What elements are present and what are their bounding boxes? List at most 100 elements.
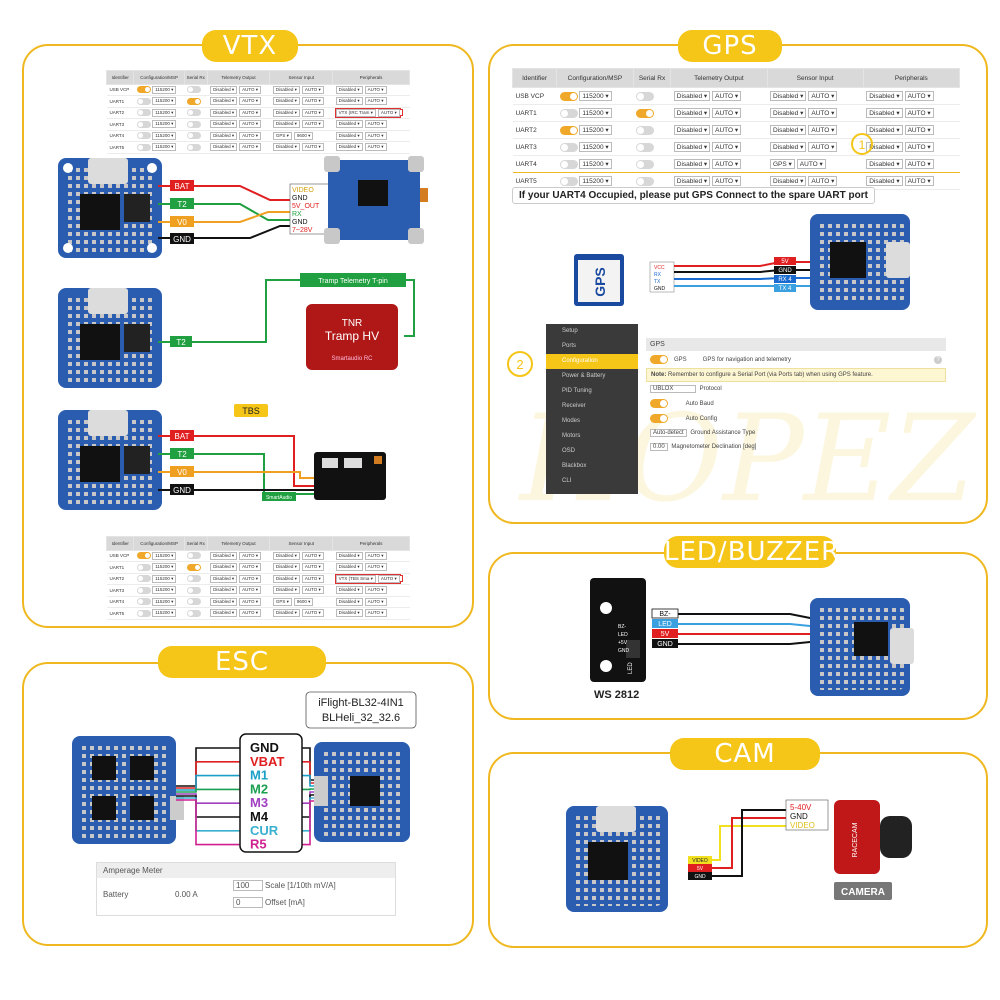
toggle[interactable] (136, 86, 151, 94)
sensor-baud-select[interactable]: AUTO ▾ (808, 125, 838, 135)
telemetry-select[interactable]: Disabled ▾ (210, 143, 238, 152)
peripheral-baud-select[interactable]: AUTO ▾ (364, 597, 387, 606)
sensor-baud-select[interactable]: AUTO ▾ (796, 159, 826, 169)
peripheral-baud-select[interactable]: AUTO ▾ (364, 131, 387, 140)
toggle[interactable] (187, 586, 202, 594)
peripheral-select[interactable]: VTX (TBS Sma ▾ (335, 574, 376, 583)
telemetry-baud-select[interactable]: AUTO ▾ (239, 609, 262, 618)
baud-select[interactable]: 115200 ▾ (152, 97, 177, 106)
sensor-baud-select[interactable]: AUTO ▾ (301, 85, 324, 94)
telemetry-baud-select[interactable]: AUTO ▾ (239, 143, 262, 152)
sidebar-item-receiver[interactable]: Receiver (562, 403, 586, 409)
baud-select[interactable]: 115200 ▾ (152, 563, 177, 572)
sensor-baud-select[interactable]: AUTO ▾ (808, 108, 838, 118)
peripheral-select[interactable]: Disabled ▾ (335, 563, 363, 572)
sensor-select[interactable]: Disabled ▾ (770, 176, 807, 186)
sensor-select[interactable]: Disabled ▾ (272, 108, 300, 117)
peripheral-select[interactable]: Disabled ▾ (866, 142, 903, 152)
peripheral-baud-select[interactable]: AUTO ▾ (904, 108, 934, 118)
peripheral-baud-select[interactable]: AUTO ▾ (364, 85, 387, 94)
baud-select[interactable]: 115200 ▾ (152, 574, 177, 583)
sensor-baud-select[interactable]: AUTO ▾ (808, 91, 838, 101)
auto-config-toggle[interactable] (650, 414, 668, 423)
sensor-baud-select[interactable]: AUTO ▾ (301, 108, 324, 117)
sensor-baud-select[interactable]: AUTO ▾ (808, 176, 838, 186)
telemetry-select[interactable]: Disabled ▾ (210, 85, 238, 94)
toggle[interactable] (636, 142, 655, 152)
peripheral-select[interactable]: Disabled ▾ (335, 120, 363, 129)
sensor-baud-select[interactable]: AUTO ▾ (301, 120, 324, 129)
toggle[interactable] (136, 97, 151, 105)
peripheral-baud-select[interactable]: AUTO ▾ (364, 551, 387, 560)
toggle[interactable] (136, 598, 151, 606)
auto-baud-toggle[interactable] (650, 399, 668, 408)
telemetry-baud-select[interactable]: AUTO ▾ (712, 142, 742, 152)
toggle[interactable] (136, 575, 151, 583)
sensor-select[interactable]: Disabled ▾ (770, 108, 807, 118)
sensor-select[interactable]: GPS ▾ (272, 597, 292, 606)
sensor-baud-select[interactable]: AUTO ▾ (301, 574, 324, 583)
telemetry-select[interactable]: Disabled ▾ (210, 551, 238, 560)
toggle[interactable] (187, 552, 202, 560)
sensor-select[interactable]: Disabled ▾ (770, 125, 807, 135)
sidebar-item-pid-tuning[interactable]: PID Tuning (562, 388, 592, 394)
peripheral-select[interactable]: Disabled ▾ (335, 586, 363, 595)
peripheral-select[interactable]: Disabled ▾ (866, 159, 903, 169)
toggle[interactable] (136, 552, 151, 560)
peripheral-baud-select[interactable]: AUTO ▾ (904, 176, 934, 186)
sidebar-item-ports[interactable]: Ports (562, 343, 577, 349)
protocol-select[interactable]: UBLOX (650, 385, 696, 393)
sensor-baud-select[interactable]: AUTO ▾ (301, 563, 324, 572)
peripheral-select[interactable]: Disabled ▾ (335, 597, 363, 606)
baud-select[interactable]: 115200 ▾ (579, 176, 612, 186)
toggle[interactable] (559, 159, 578, 169)
toggle[interactable] (136, 586, 151, 594)
telemetry-baud-select[interactable]: AUTO ▾ (712, 125, 742, 135)
toggle[interactable] (187, 97, 202, 105)
scale-input[interactable]: 100 (233, 880, 263, 891)
baud-select[interactable]: 115200 ▾ (152, 551, 177, 560)
telemetry-select[interactable]: Disabled ▾ (673, 91, 711, 101)
peripheral-select[interactable]: Disabled ▾ (335, 143, 363, 152)
telemetry-select[interactable]: Disabled ▾ (210, 131, 238, 140)
peripheral-select[interactable]: Disabled ▾ (335, 609, 363, 618)
baud-select[interactable]: 115200 ▾ (579, 159, 612, 169)
sidebar-item-power-battery[interactable]: Power & Battery (562, 373, 606, 379)
sensor-baud-select[interactable]: AUTO ▾ (301, 586, 324, 595)
toggle[interactable] (559, 125, 578, 135)
toggle[interactable] (187, 120, 202, 128)
telemetry-select[interactable]: Disabled ▾ (210, 108, 238, 117)
toggle[interactable] (636, 91, 655, 101)
peripheral-select[interactable]: Disabled ▾ (335, 85, 363, 94)
sidebar-item-motors[interactable]: Motors (562, 433, 581, 439)
sensor-select[interactable]: Disabled ▾ (272, 609, 300, 618)
toggle[interactable] (187, 563, 202, 571)
sensor-baud-select[interactable]: AUTO ▾ (301, 97, 324, 106)
peripheral-select[interactable]: Disabled ▾ (866, 125, 903, 135)
telemetry-baud-select[interactable]: AUTO ▾ (712, 159, 742, 169)
peripheral-select[interactable]: Disabled ▾ (866, 176, 903, 186)
sensor-select[interactable]: Disabled ▾ (770, 142, 807, 152)
offset-input[interactable]: 0 (233, 897, 263, 908)
mag-declination-input[interactable]: 0.00 (650, 443, 668, 451)
telemetry-baud-select[interactable]: AUTO ▾ (712, 176, 742, 186)
toggle[interactable] (187, 598, 202, 606)
sidebar-item-modes[interactable]: Modes (562, 418, 581, 424)
sensor-select[interactable]: GPS ▾ (770, 159, 795, 169)
sensor-select[interactable]: Disabled ▾ (272, 97, 300, 106)
toggle[interactable] (136, 143, 151, 151)
peripheral-select[interactable]: VTX (IRC Tram ▾ (335, 108, 376, 117)
baud-select[interactable]: 115200 ▾ (152, 85, 177, 94)
sensor-select[interactable]: Disabled ▾ (272, 574, 300, 583)
toggle[interactable] (636, 159, 655, 169)
toggle[interactable] (187, 143, 202, 151)
toggle[interactable] (187, 575, 202, 583)
baud-select[interactable]: 115200 ▾ (579, 91, 612, 101)
sensor-baud-select[interactable]: AUTO ▾ (301, 609, 324, 618)
peripheral-baud-select[interactable]: AUTO ▾ (904, 91, 934, 101)
telemetry-select[interactable]: Disabled ▾ (210, 120, 238, 129)
toggle[interactable] (187, 132, 202, 140)
sidebar-item-setup[interactable]: Setup (562, 328, 578, 334)
telemetry-select[interactable]: Disabled ▾ (210, 597, 238, 606)
peripheral-baud-select[interactable]: AUTO ▾ (364, 120, 387, 129)
